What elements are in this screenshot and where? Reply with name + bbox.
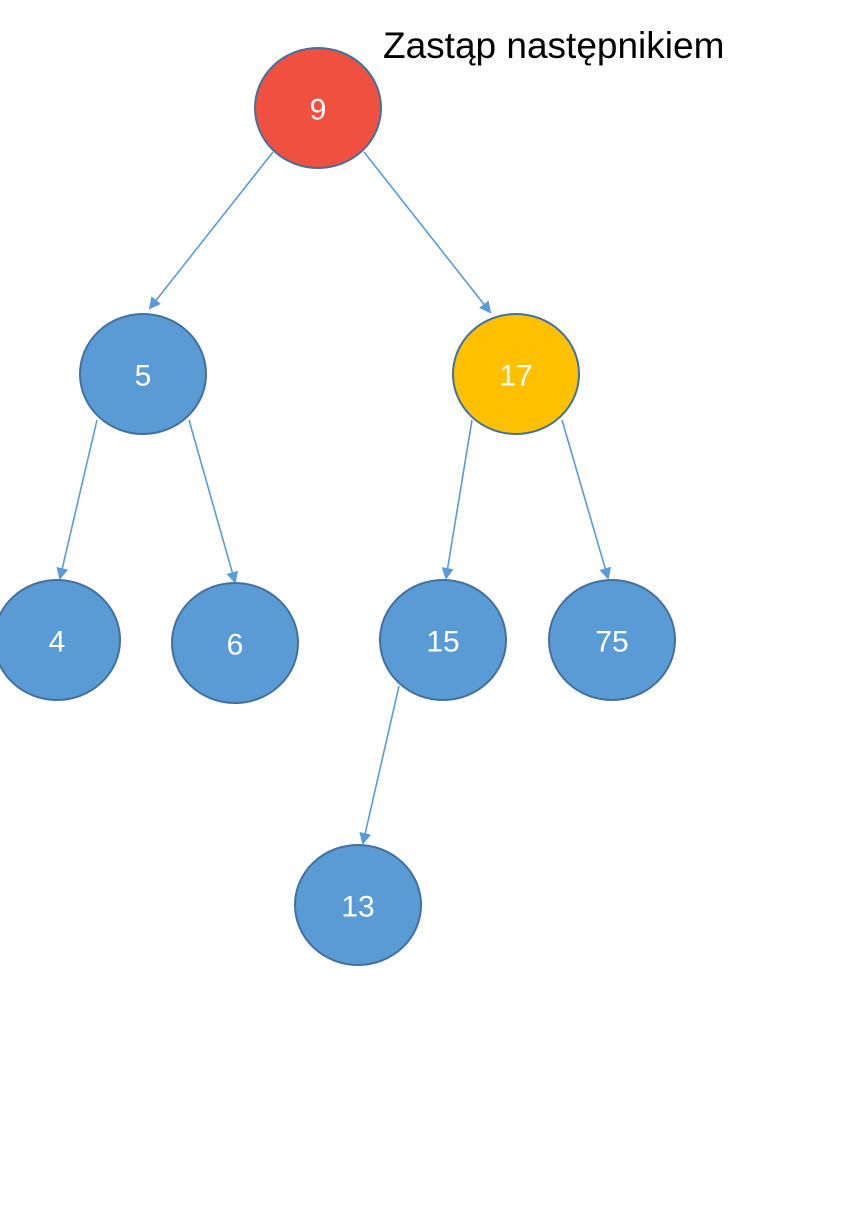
node-circle	[0, 579, 121, 701]
tree-node-5: 5	[79, 313, 207, 435]
node-circle	[79, 313, 207, 435]
tree-node-4: 4	[0, 579, 121, 701]
node-label: 4	[49, 626, 66, 659]
node-label: 15	[426, 626, 459, 659]
node-label: 9	[310, 94, 327, 127]
edge-n9-n5	[148, 151, 274, 310]
edge-n5-n6	[188, 419, 239, 584]
edge-n15-n13	[359, 685, 400, 845]
tree-node-17: 17	[452, 313, 580, 435]
tree-node-13: 13	[294, 844, 422, 966]
node-circle	[254, 47, 382, 169]
edge-n5-n4	[56, 419, 98, 580]
node-circle	[452, 313, 580, 435]
node-label: 5	[135, 360, 152, 393]
diagram-caption: Zastąp następnikiem	[383, 25, 724, 66]
node-label: 17	[499, 360, 532, 393]
tree-node-9: 9	[254, 47, 382, 169]
edge-n17-n75	[561, 419, 611, 580]
node-circle	[548, 579, 676, 701]
tree-node-75: 75	[548, 579, 676, 701]
tree-node-6: 6	[171, 582, 299, 704]
node-label: 6	[227, 629, 244, 662]
edges-layer	[56, 151, 611, 845]
nodes-layer: 9 5 17 4 6 15 75 13	[0, 47, 676, 966]
node-circle	[294, 844, 422, 966]
tree-node-15: 15	[379, 579, 507, 701]
node-circle	[171, 582, 299, 704]
node-label: 75	[595, 626, 628, 659]
edge-n9-n17	[363, 151, 492, 314]
edge-n17-n15	[441, 419, 473, 580]
node-circle	[379, 579, 507, 701]
node-label: 13	[341, 891, 374, 924]
